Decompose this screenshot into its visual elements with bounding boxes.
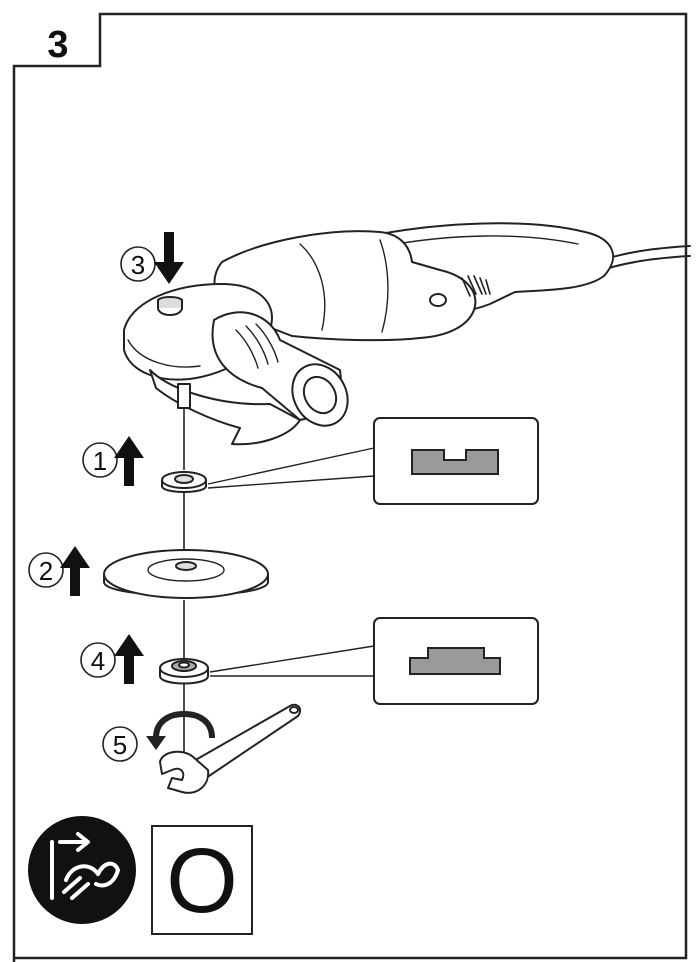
inner-flange-icon <box>162 472 206 492</box>
arrow-up-icon <box>114 634 144 684</box>
callout-4-label: 4 <box>91 646 105 676</box>
arrow-up-icon <box>114 436 144 486</box>
lock-nut-detail-box <box>210 618 538 704</box>
callout-2: 2 <box>29 546 90 596</box>
unplug-icon <box>28 816 136 924</box>
callout-4: 4 <box>81 634 144 684</box>
callout-1: 1 <box>83 436 144 486</box>
callout-5-label: 5 <box>113 730 127 760</box>
callout-1-label: 1 <box>93 446 107 476</box>
pin-wrench-icon <box>160 705 300 793</box>
arrow-down-icon <box>154 232 184 284</box>
callout-3-label: 3 <box>131 250 145 280</box>
switch-off-box: O <box>152 826 252 934</box>
callout-2-label: 2 <box>39 556 53 586</box>
angle-grinder-icon <box>124 223 690 444</box>
figure-frame <box>14 14 686 962</box>
callout-5: 5 <box>103 727 137 761</box>
arrow-up-icon <box>60 546 90 596</box>
callout-3: 3 <box>121 232 184 284</box>
grinding-disc-icon <box>104 550 268 598</box>
lock-nut-icon <box>160 659 208 684</box>
switch-off-symbol: O <box>166 830 238 932</box>
step-number: 3 <box>47 24 68 66</box>
